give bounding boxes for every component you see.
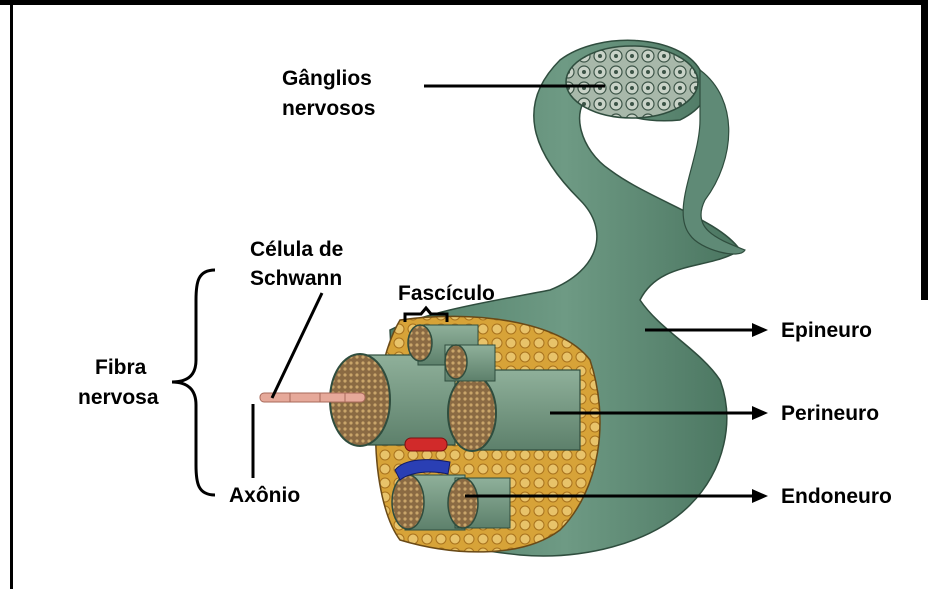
fascicle-bottom-right (448, 478, 478, 528)
label-epineuro: Epineuro (781, 318, 872, 343)
artery (405, 438, 447, 451)
arrow-epineuro-head (752, 323, 768, 337)
fiber-brace (172, 270, 215, 495)
nerve-fiber (260, 393, 365, 402)
label-fibra-line2: nervosa (78, 385, 159, 410)
label-endoneuro: Endoneuro (781, 484, 892, 509)
label-ganglios-line1: Gânglios (282, 66, 372, 91)
fascicle-small-top (408, 325, 432, 361)
label-perineuro: Perineuro (781, 401, 879, 426)
label-fibra-line1: Fibra (95, 355, 146, 380)
fascicle-bottom-left (392, 475, 424, 529)
fascicle-small-mid (445, 345, 467, 379)
fascicle-right (448, 375, 496, 451)
label-fasciculo: Fascículo (398, 281, 495, 306)
ganglion-cluster (566, 46, 698, 118)
arrow-endoneuro-head (752, 489, 768, 503)
label-ganglios-line2: nervosos (282, 96, 375, 121)
label-celula-line2: Schwann (250, 266, 342, 291)
arrow-perineuro-head (752, 406, 768, 420)
label-celula-line1: Célula de (250, 237, 343, 262)
label-axonio: Axônio (229, 483, 300, 508)
